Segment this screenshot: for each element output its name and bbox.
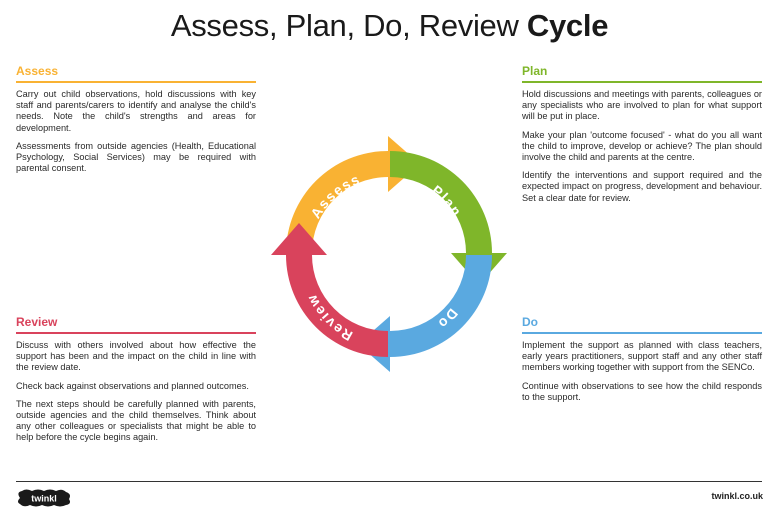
review-paragraph: Discuss with others involved about how e… xyxy=(16,340,256,373)
assess-heading: Assess xyxy=(16,64,256,83)
logo-text: twinkl xyxy=(31,494,57,504)
plan-body: Hold discussions and meetings with paren… xyxy=(522,89,762,204)
do-heading: Do xyxy=(522,315,762,334)
plan-arrow xyxy=(390,151,507,285)
assess-section: Assess Carry out child observations, hol… xyxy=(16,64,256,181)
title-main: Assess, Plan, Do, Review xyxy=(170,8,519,43)
assess-paragraph: Carry out child observations, hold discu… xyxy=(16,89,256,133)
twinkl-logo: twinkl xyxy=(18,489,70,507)
assess-body: Carry out child observations, hold discu… xyxy=(16,89,256,174)
plan-paragraph: Hold discussions and meetings with paren… xyxy=(522,89,762,122)
do-section: Do Implement the support as planned with… xyxy=(522,315,762,410)
review-arrow xyxy=(271,223,388,357)
assess-arrow xyxy=(286,136,420,253)
review-heading: Review xyxy=(16,315,256,334)
review-section: Review Discuss with others involved abou… xyxy=(16,315,256,451)
do-paragraph: Implement the support as planned with cl… xyxy=(522,340,762,373)
do-paragraph: Continue with observations to see how th… xyxy=(522,380,762,402)
plan-paragraph: Make your plan 'outcome focused' - what … xyxy=(522,129,762,163)
review-paragraph: Check back against observations and plan… xyxy=(16,380,249,391)
title-bold: Cycle xyxy=(526,8,609,43)
footer-divider xyxy=(16,481,762,482)
assess-paragraph: Assessments from outside agencies (Healt… xyxy=(16,140,256,174)
review-paragraph: The next steps should be carefully plann… xyxy=(16,398,256,443)
do-arrow xyxy=(358,255,492,372)
cycle-diagram: Assess Plan Do Review xyxy=(271,136,507,372)
plan-section: Plan Hold discussions and meetings with … xyxy=(522,64,762,211)
plan-heading: Plan xyxy=(522,64,762,83)
plan-paragraph: Identify the interventions and support r… xyxy=(522,170,762,203)
site-url: twinkl.co.uk xyxy=(711,491,763,501)
do-body: Implement the support as planned with cl… xyxy=(522,340,762,403)
review-body: Discuss with others involved about how e… xyxy=(16,340,256,444)
page-title: Assess, Plan, Do, Review Cycle xyxy=(0,8,779,44)
